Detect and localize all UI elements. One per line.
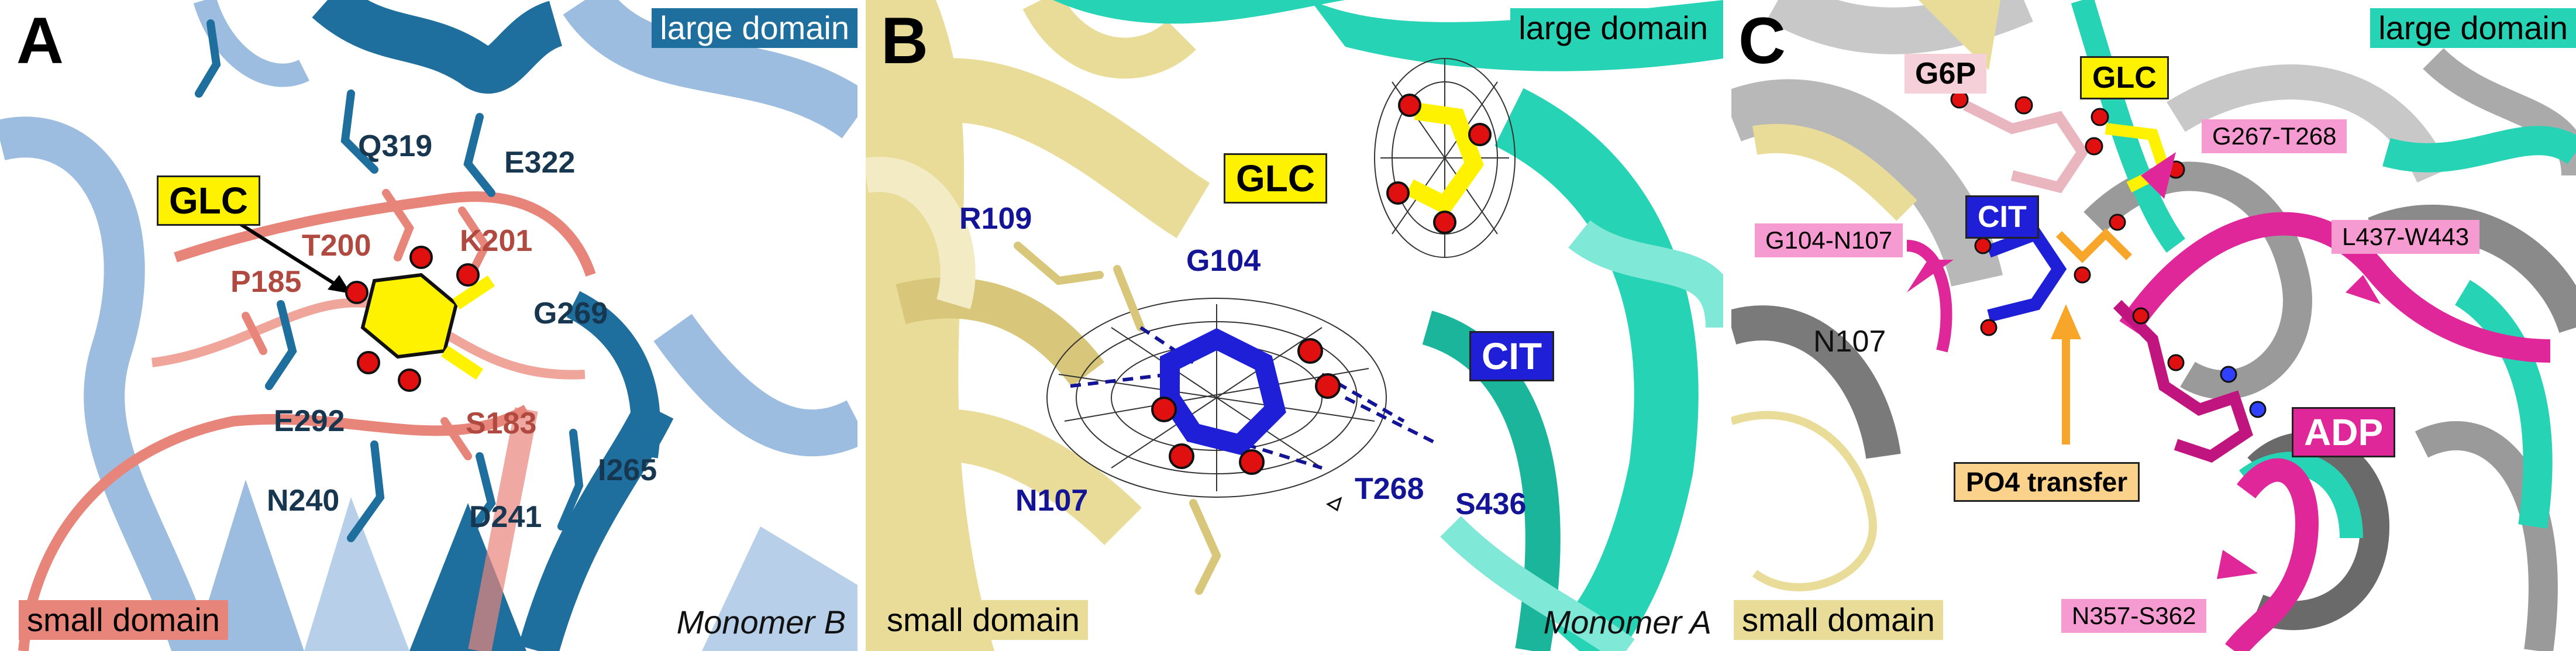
panel-b: B large domain small domain Monomer A GL… [866, 0, 1723, 651]
panel-b-structure [866, 0, 1723, 651]
residue-s183: S183 [466, 407, 537, 440]
residue-k201: K201 [460, 224, 533, 258]
residue-g269: G269 [533, 297, 608, 330]
residue-p185: P185 [230, 265, 302, 299]
panel-c-structure [1731, 0, 2576, 651]
residue-e292: E292 [274, 404, 345, 438]
panel-letter-a: A [16, 4, 64, 77]
residue-s436: S436 [1455, 487, 1527, 521]
panel-c: C large domain small domain G6P GLC CIT … [1731, 0, 2576, 651]
large-domain-tag: large domain [2370, 8, 2576, 48]
residue-n107: N107 [1015, 484, 1089, 518]
po4-transfer-label: PO4 transfer [1954, 462, 2140, 502]
residue-g104: G104 [1186, 244, 1261, 278]
large-domain-tag: large domain [1510, 8, 1716, 48]
segment-l437-w443: L437-W443 [2332, 220, 2480, 254]
residue-r109: R109 [959, 202, 1032, 236]
residue-e322: E322 [504, 146, 576, 180]
large-domain-tag: large domain [652, 8, 857, 48]
n107-label: N107 [1813, 325, 1886, 359]
residue-i265: I265 [598, 453, 657, 487]
adp-label: ADP [2292, 407, 2396, 457]
panel-letter-b: B [881, 4, 928, 77]
small-domain-tag: small domain [879, 600, 1088, 640]
residue-t268: T268 [1355, 472, 1424, 506]
monomer-label: Monomer A [1543, 604, 1711, 640]
small-domain-tag: small domain [19, 600, 228, 640]
residue-d241: D241 [469, 500, 542, 534]
segment-n357-s362: N357-S362 [2061, 599, 2207, 633]
residue-t200: T200 [302, 229, 371, 263]
panel-a-structure [0, 0, 857, 651]
segment-g267-t268: G267-T268 [2202, 119, 2347, 153]
glc-label: GLC [2080, 56, 2169, 99]
g6p-label: G6P [1905, 54, 1987, 94]
glc-label: GLC [157, 175, 261, 226]
panel-letter-c: C [1738, 4, 1786, 77]
cit-label: CIT [1469, 331, 1555, 381]
residue-q319: Q319 [358, 129, 433, 163]
segment-g104-n107: G104-N107 [1755, 223, 1903, 257]
residue-n240: N240 [267, 484, 340, 518]
glc-label: GLC [1224, 153, 1328, 204]
monomer-label: Monomer B [676, 604, 846, 640]
panel-a: A large domain small domain Monomer B GL… [0, 0, 857, 651]
cit-label: CIT [1965, 195, 2039, 239]
small-domain-tag: small domain [1734, 600, 1943, 640]
